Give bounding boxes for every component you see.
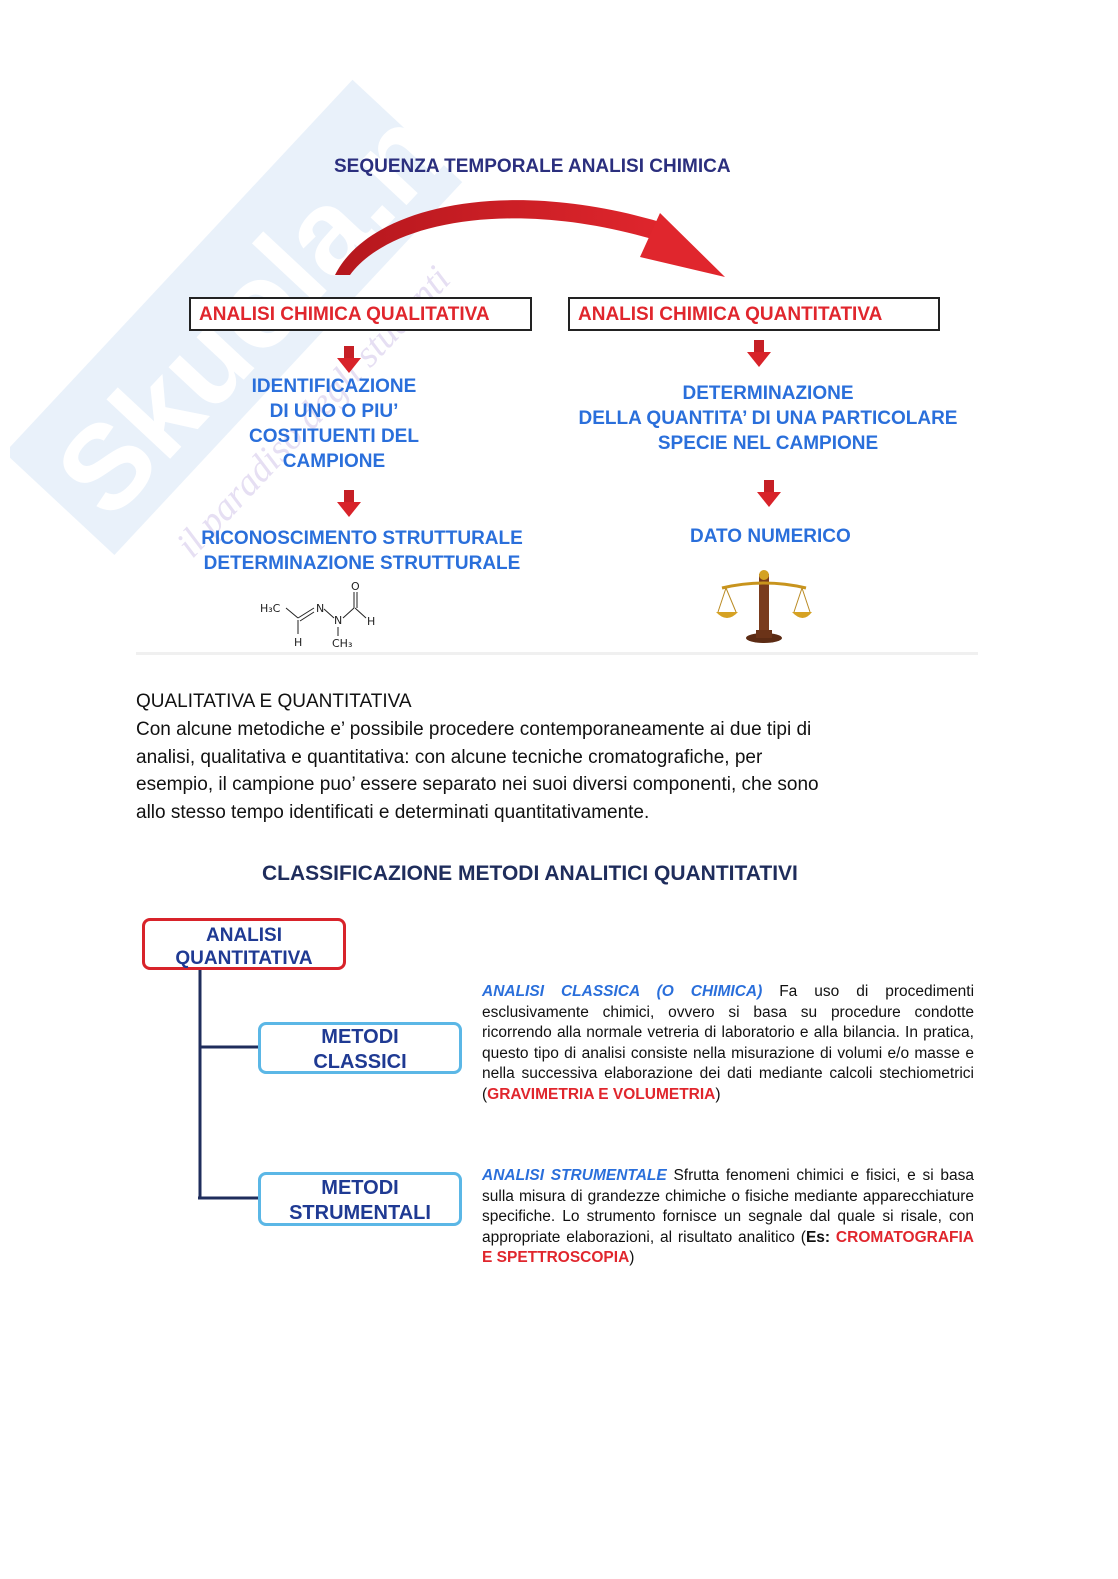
tree-connector bbox=[198, 965, 260, 1200]
determination-text: DETERMINAZIONE DELLA QUANTITA’ DI UNA PA… bbox=[578, 383, 958, 454]
svg-text:H: H bbox=[367, 615, 375, 628]
classification-title: CLASSIFICAZIONE METODI ANALITICI QUANTIT… bbox=[262, 862, 798, 885]
molecule-structure: H₃C N N O H H CH₃ bbox=[260, 580, 375, 650]
classic-analysis-description: ANALISI CLASSICA (O CHIMICA) Fa uso di p… bbox=[482, 983, 975, 1103]
svg-text:CH₃: CH₃ bbox=[332, 637, 352, 650]
qual-quant-paragraph: Con alcune metodiche e’ possibile proced… bbox=[136, 719, 819, 823]
svg-text:O: O bbox=[351, 580, 360, 593]
down-arrow-icon bbox=[337, 490, 361, 517]
structural-text: RICONOSCIMENTO STRUTTURALE DETERMINAZION… bbox=[201, 528, 523, 574]
down-arrow-icon bbox=[337, 346, 361, 373]
svg-text:N: N bbox=[316, 602, 324, 615]
instrumental-analysis-description: ANALISI STRUMENTALE Sfrutta fenomeni chi… bbox=[482, 1167, 975, 1266]
down-arrow-icon bbox=[757, 480, 781, 507]
classic-methods-box: METODI CLASSICI bbox=[258, 1022, 462, 1074]
divider bbox=[136, 652, 978, 655]
balance-scale-icon bbox=[716, 570, 812, 643]
quantitative-box: ANALISI CHIMICA QUANTITATIVA bbox=[568, 297, 940, 331]
down-arrow-icon bbox=[747, 340, 771, 367]
curved-arrow-icon bbox=[335, 200, 725, 277]
qual-quant-heading: QUALITATIVA E QUANTITATIVA bbox=[136, 691, 412, 712]
svg-text:H: H bbox=[294, 636, 302, 649]
instrumental-methods-box: METODI STRUMENTALI bbox=[258, 1172, 462, 1226]
svg-text:N: N bbox=[334, 614, 342, 627]
qualitative-box: ANALISI CHIMICA QUALITATIVA bbox=[189, 297, 532, 331]
numeric-data-text: DATO NUMERICO bbox=[690, 526, 851, 547]
watermark: Skuola.net il paradiso degli studenti bbox=[0, 0, 1118, 700]
identification-text: IDENTIFICAZIONE DI UNO O PIU’ COSTITUENT… bbox=[249, 376, 419, 472]
quantitative-analysis-root: ANALISI QUANTITATIVA bbox=[142, 918, 346, 970]
svg-text:H₃C: H₃C bbox=[260, 602, 281, 615]
sequence-title: SEQUENZA TEMPORALE ANALISI CHIMICA bbox=[334, 156, 731, 177]
